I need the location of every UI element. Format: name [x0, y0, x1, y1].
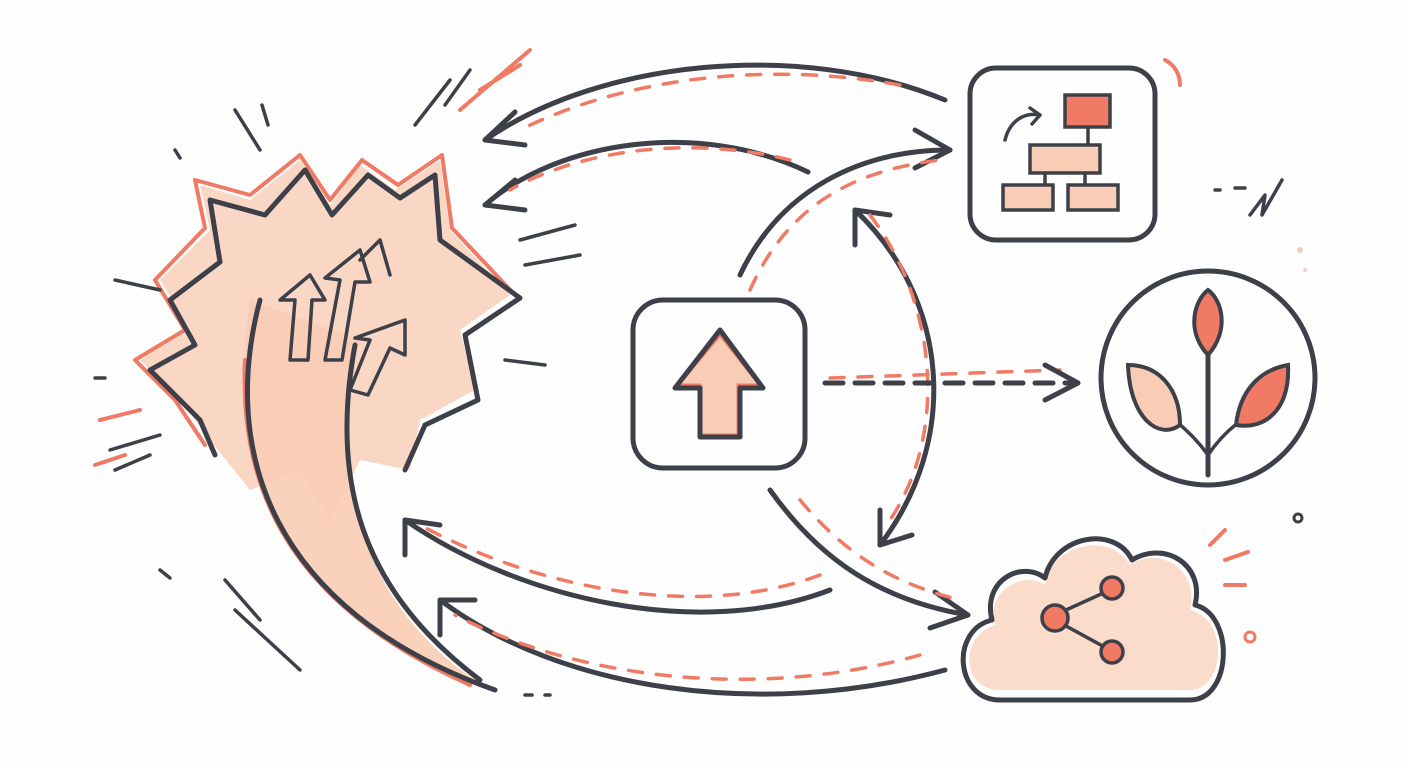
- org-chart-icon: [967, 58, 1284, 243]
- connector-arcs: [402, 62, 1081, 697]
- burst-growth-icon: [93, 48, 582, 697]
- cloud-share-icon: [960, 528, 1257, 703]
- plant-sprout-icon: [1098, 247, 1318, 524]
- upload-arrow-icon: [630, 297, 808, 471]
